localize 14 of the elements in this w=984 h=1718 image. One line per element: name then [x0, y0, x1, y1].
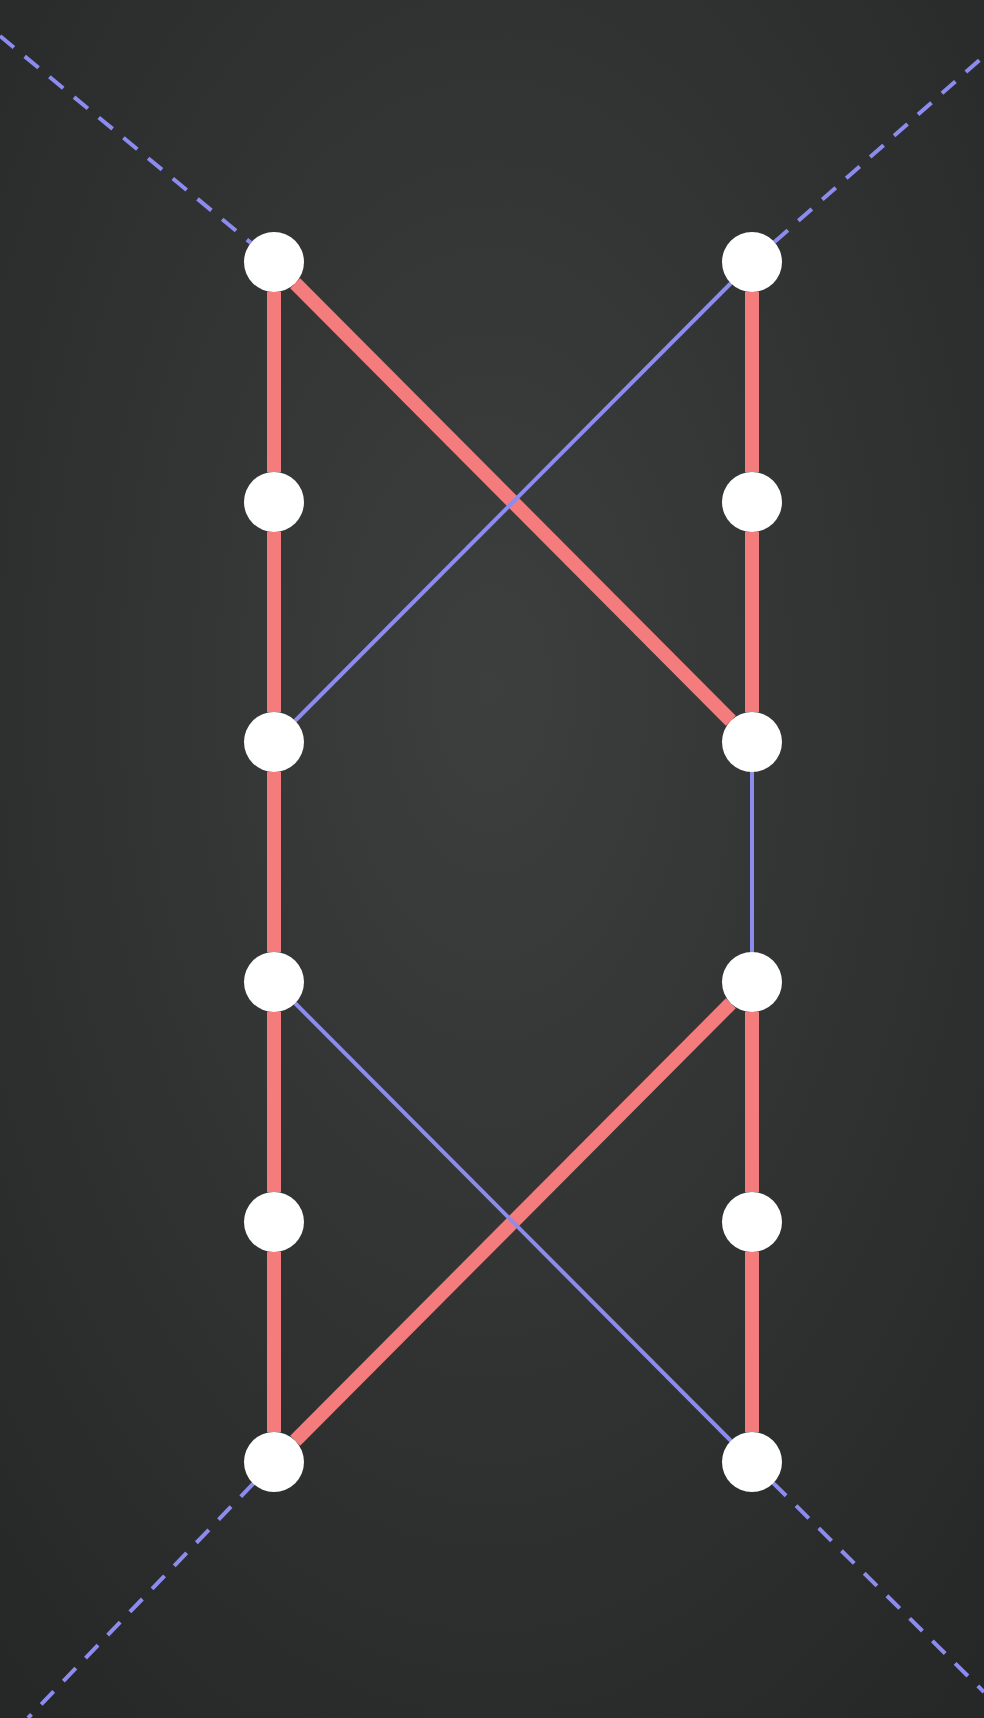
connector-line — [267, 532, 281, 712]
connector-line — [745, 292, 759, 472]
connector-line — [745, 1012, 759, 1192]
connector-line — [267, 1252, 281, 1432]
connector-line — [267, 772, 281, 952]
connector-line — [267, 292, 281, 472]
dashed-line — [26, 1482, 255, 1718]
connector-line — [745, 1252, 759, 1432]
dashed-line — [771, 1481, 984, 1694]
connector-line — [750, 772, 754, 952]
dashed-line — [773, 54, 984, 244]
dashed-line — [0, 34, 253, 245]
connector-line — [267, 1012, 281, 1192]
connector-line — [745, 532, 759, 712]
